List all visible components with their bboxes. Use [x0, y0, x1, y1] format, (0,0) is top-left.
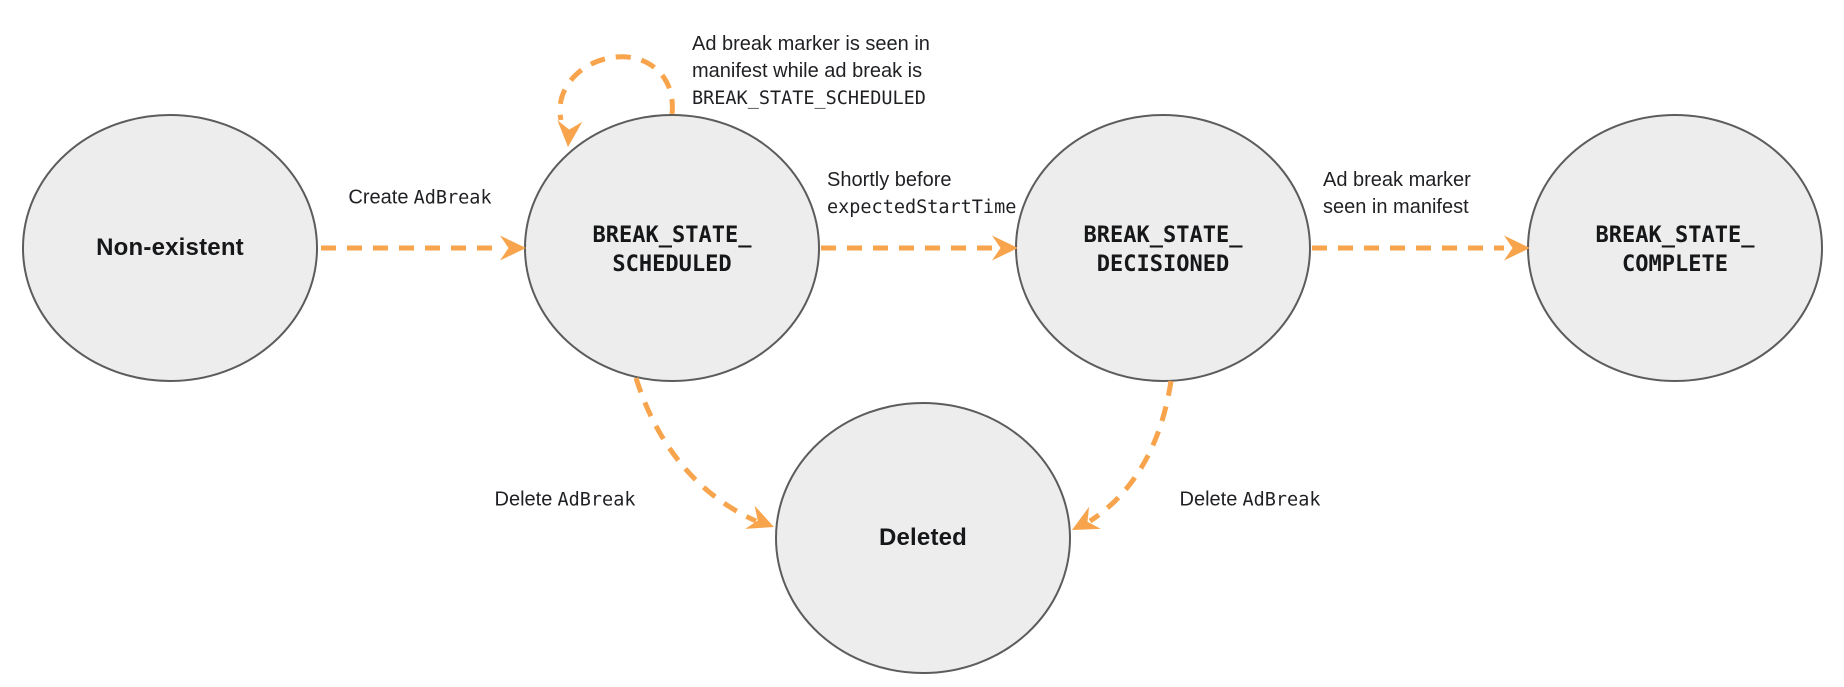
- node-label-break-state-complete: BREAK_STATE_ COMPLETE: [1596, 221, 1755, 279]
- edge-delete-adbreak-right: [1088, 380, 1174, 524]
- edge-label-marker-seen: Ad break marker seen in manifest: [1323, 167, 1471, 221]
- edge-label-line: seen in manifest: [1323, 196, 1469, 218]
- node-label-line: BREAK_STATE_: [1595, 223, 1755, 248]
- node-label-break-state-decisioned: BREAK_STATE_ DECISIONED: [1084, 221, 1243, 279]
- arrowhead-create-adbreak: [500, 235, 526, 261]
- node-label-line: SCHEDULED: [612, 252, 732, 277]
- edge-label-code: AdBreak: [413, 187, 492, 209]
- edge-label-line: Ad break marker: [1323, 169, 1471, 191]
- node-label-line: BREAK_STATE_: [592, 223, 752, 248]
- edge-label-text: Delete: [494, 488, 553, 511]
- arrowhead-delete-left: [745, 505, 779, 539]
- edge-label-code-line: BREAK_STATE_SCHEDULED: [692, 88, 926, 109]
- state-node-non-existent: [22, 114, 318, 382]
- node-label-deleted: Deleted: [878, 524, 968, 551]
- edge-self-loop-scheduled: [557, 54, 675, 121]
- edge-label-code: AdBreak: [1242, 489, 1321, 511]
- edge-delete-adbreak-left: [633, 377, 758, 524]
- edge-label-line: Ad break marker is seen in: [692, 33, 930, 55]
- state-node-deleted: [775, 402, 1071, 674]
- edge-label-shortly-before: Shortly before expectedStartTime: [827, 167, 1016, 221]
- node-label-line: BREAK_STATE_: [1083, 223, 1243, 248]
- edge-label-code: AdBreak: [557, 489, 636, 511]
- edge-label-text: Delete: [1179, 488, 1238, 511]
- arrowhead-delete-right: [1066, 506, 1101, 542]
- edge-label-self-loop: Ad break marker is seen in manifest whil…: [692, 31, 930, 112]
- edge-label-line: manifest while ad break is: [692, 60, 923, 82]
- node-label-break-state-scheduled: BREAK_STATE_ SCHEDULED: [593, 221, 752, 279]
- arrowhead-marker-seen: [1504, 235, 1530, 261]
- node-label-line: DECISIONED: [1096, 252, 1230, 277]
- edge-label-text: Create: [348, 186, 409, 209]
- node-label-non-existent: Non-existent: [96, 234, 244, 261]
- edge-label-code-line: expectedStartTime: [827, 197, 1017, 218]
- edge-label-line: Shortly before: [827, 169, 952, 191]
- arrowhead-shortly-before: [992, 235, 1018, 261]
- node-label-line: COMPLETE: [1622, 252, 1728, 277]
- arrowhead-self-loop: [555, 120, 583, 148]
